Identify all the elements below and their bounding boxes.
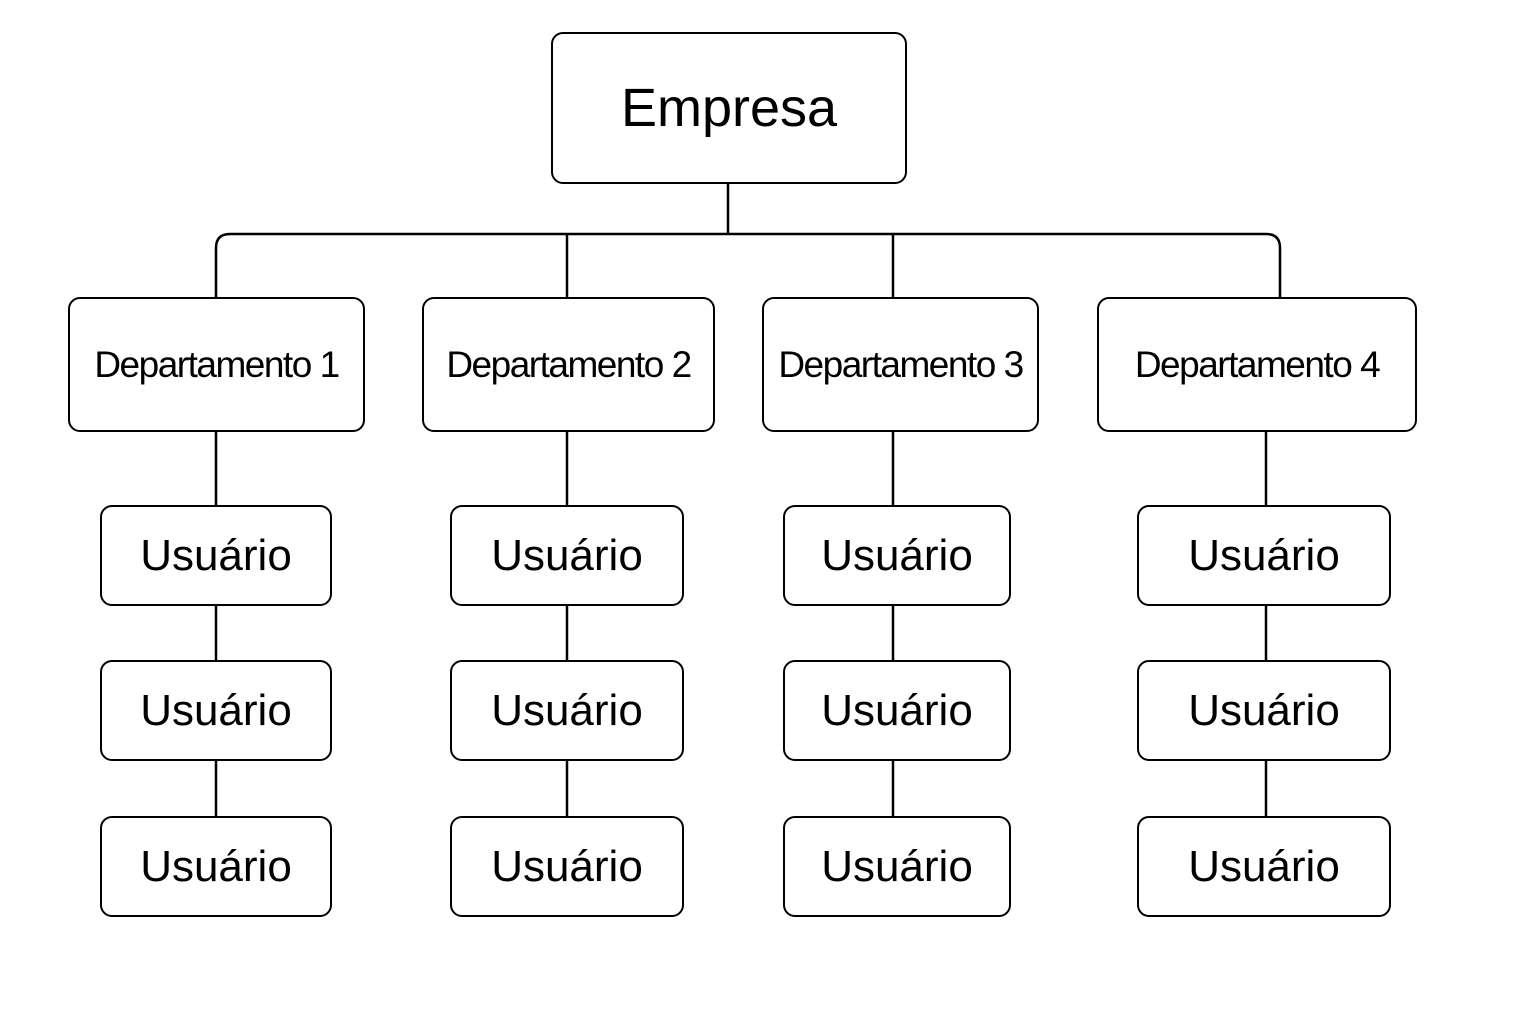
user-label: Usuário	[821, 685, 973, 735]
user-label: Usuário	[140, 841, 292, 891]
department-label: Departamento 3	[778, 343, 1024, 385]
user-node: Usuário	[450, 505, 684, 606]
user-node: Usuário	[100, 505, 332, 606]
user-node: Usuário	[783, 660, 1011, 761]
user-label: Usuário	[1188, 530, 1340, 580]
user-node: Usuário	[100, 660, 332, 761]
user-label: Usuário	[491, 685, 643, 735]
user-node: Usuário	[100, 816, 332, 917]
department-label: Departamento 1	[94, 343, 340, 385]
department-node-2: Departamento 2	[422, 297, 715, 432]
user-node: Usuário	[450, 816, 684, 917]
user-label: Usuário	[821, 841, 973, 891]
root-label: Empresa	[620, 78, 838, 138]
user-label: Usuário	[140, 685, 292, 735]
department-bus	[214, 232, 1282, 297]
department-node-3: Departamento 3	[762, 297, 1039, 432]
department-label: Departamento 2	[446, 343, 692, 385]
root-node: Empresa	[551, 32, 907, 184]
user-label: Usuário	[140, 530, 292, 580]
department-label: Departamento 4	[1134, 343, 1381, 385]
user-node: Usuário	[450, 660, 684, 761]
user-node: Usuário	[1137, 505, 1391, 606]
department-node-1: Departamento 1	[68, 297, 365, 432]
user-node: Usuário	[1137, 660, 1391, 761]
user-node: Usuário	[783, 505, 1011, 606]
user-label: Usuário	[1188, 841, 1340, 891]
user-label: Usuário	[821, 530, 973, 580]
department-node-4: Departamento 4	[1097, 297, 1417, 432]
user-label: Usuário	[1188, 685, 1340, 735]
user-label: Usuário	[491, 530, 643, 580]
user-node: Usuário	[1137, 816, 1391, 917]
user-label: Usuário	[491, 841, 643, 891]
user-node: Usuário	[783, 816, 1011, 917]
